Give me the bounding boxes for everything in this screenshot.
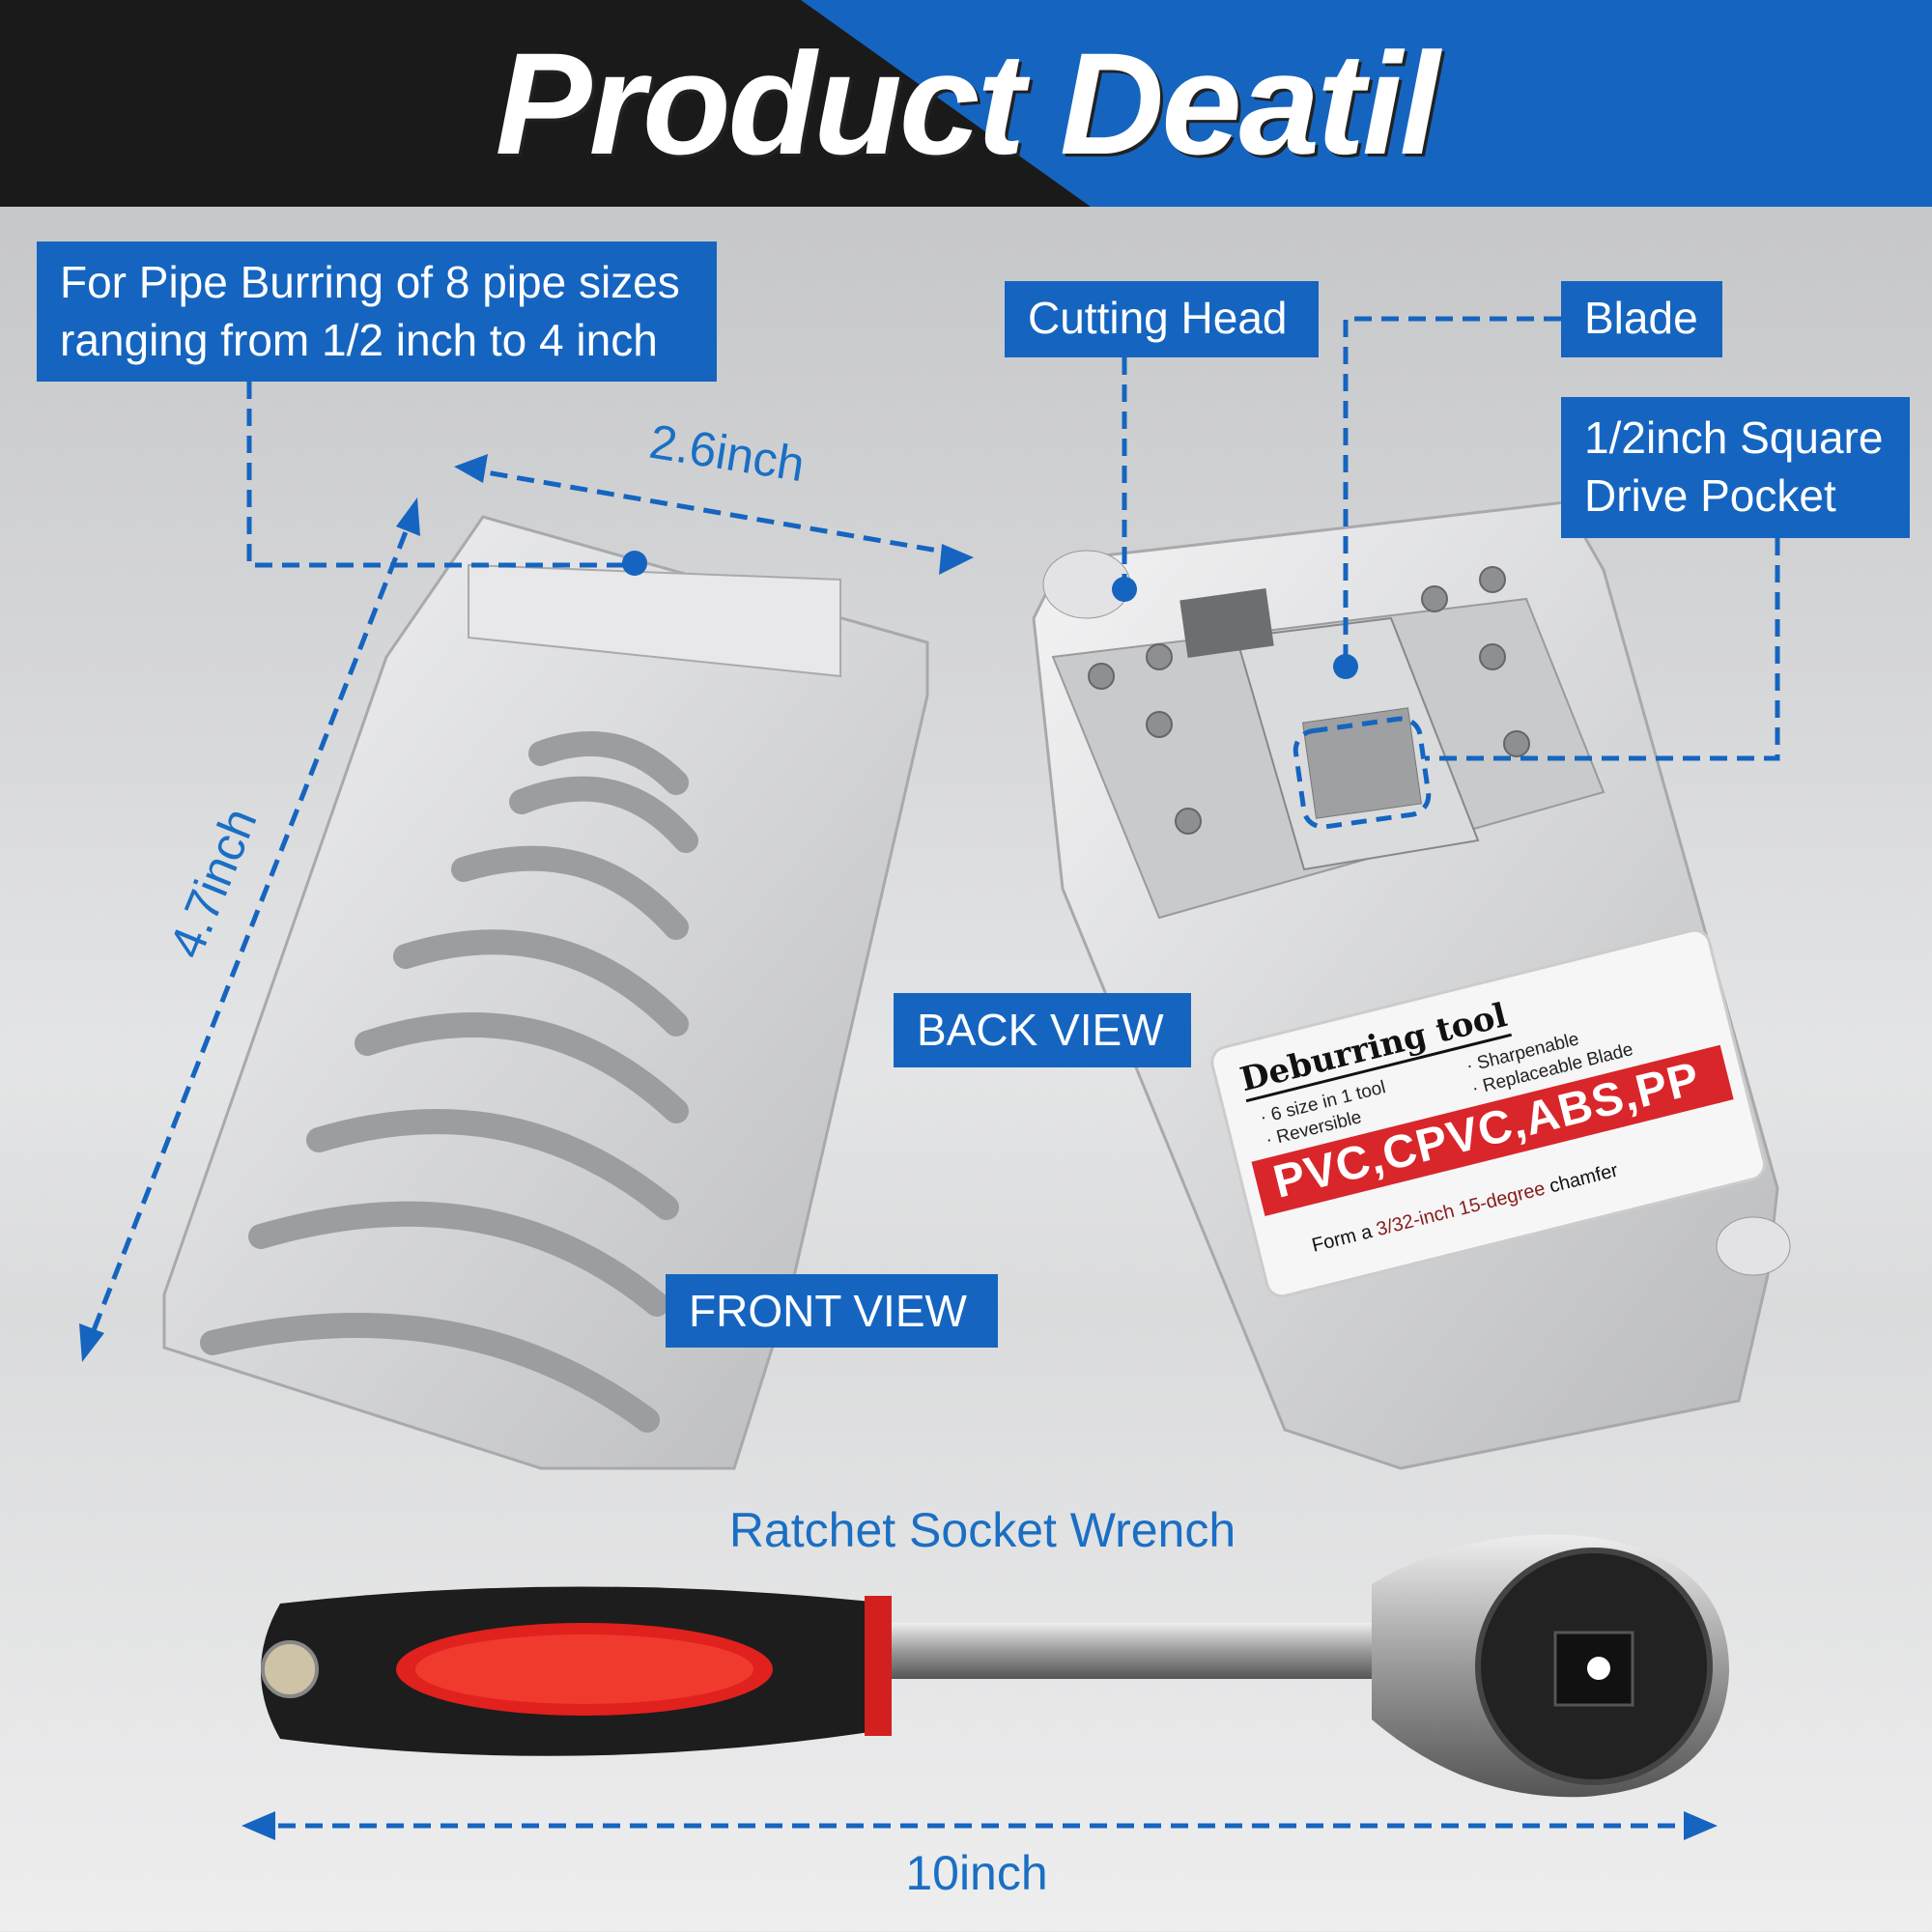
blade-callout: Blade [1561,281,1722,357]
pipe-sizes-callout: For Pipe Burring of 8 pipe sizes ranging… [37,242,717,382]
drive-pocket-callout: 1/2inch Square Drive Pocket [1561,397,1910,538]
wrench-label: Ratchet Socket Wrench [728,1503,1236,1557]
back-view-tool [1032,500,1791,1470]
header-band [0,0,1932,207]
back-view-label: BACK VIEW [894,993,1191,1067]
drive-pocket-line: 1/2inch Square [1584,412,1884,463]
cutting-head-callout: Cutting Head [1005,281,1319,357]
ratchet-wrench [261,1534,1729,1798]
drive-pocket-line: Drive Pocket [1584,470,1836,521]
dimension-lines [84,316,1780,1829]
front-view-label: FRONT VIEW [666,1274,998,1348]
product-sticker [1210,928,1766,1298]
wrench-length-dimension: 10inch [905,1846,1048,1900]
arrowheads [79,454,1718,1840]
chamfer-prefix: Form a [1309,1219,1380,1257]
front-view-tool [162,515,929,1470]
pipe-sizes-line: ranging from 1/2 inch to 4 inch [60,315,658,365]
pipe-sizes-line: For Pipe Burring of 8 pipe sizes [60,257,680,307]
page-title: Product Deatil [495,22,1440,185]
chamfer-highlight: 3/32-inch 15-degree [1374,1178,1548,1241]
chamfer-suffix: chamfer [1542,1159,1621,1199]
